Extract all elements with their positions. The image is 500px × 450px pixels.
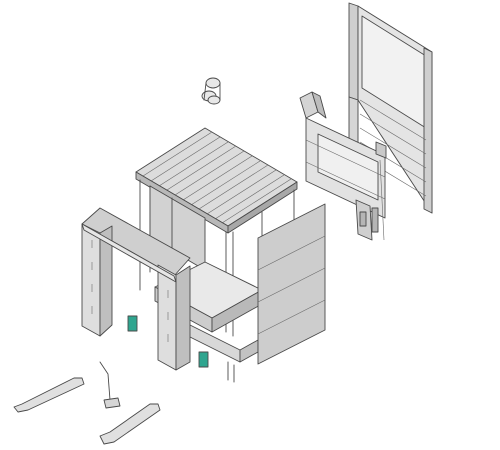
door-track-assembly [299,91,387,241]
side-wall-panel [257,203,326,365]
wheel-guide-rod [99,361,121,409]
guide-rails [13,377,161,445]
bumper-right-icon [198,351,209,368]
bumper-left-icon [127,315,138,332]
dock-shelter [81,207,191,371]
pulley-hardware [201,77,221,105]
bumper-blocks [127,315,209,368]
